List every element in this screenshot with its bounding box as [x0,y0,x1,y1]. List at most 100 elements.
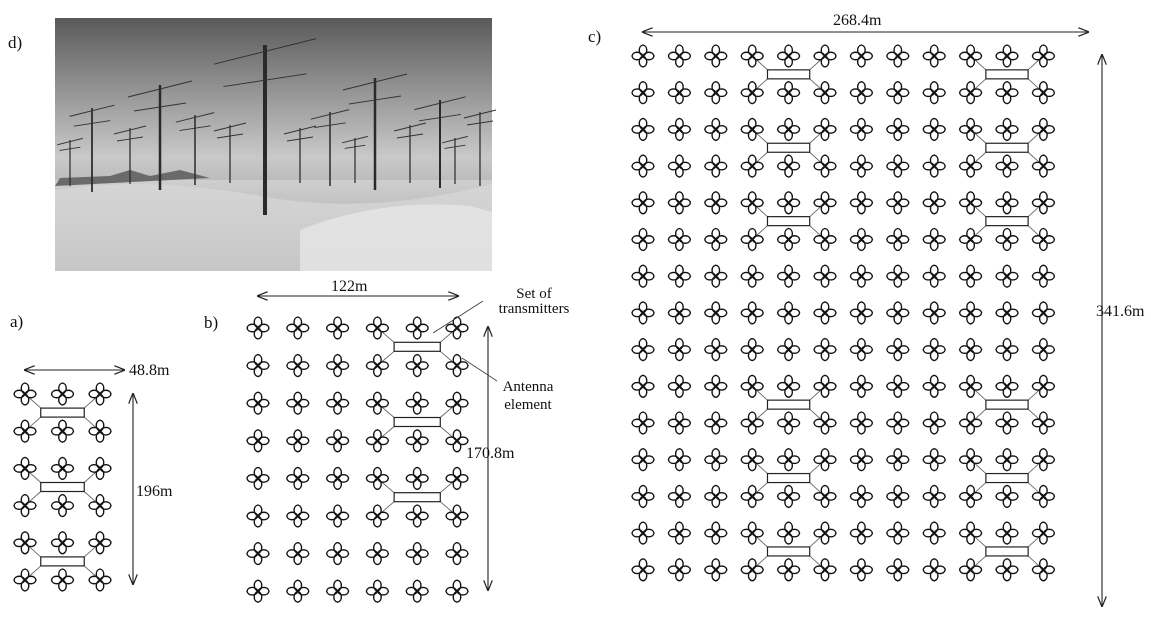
mast-crossarm [69,104,115,117]
antenna-element [995,484,1019,509]
antenna-element [13,419,37,443]
antenna-element [246,504,270,528]
mast-crossarm [283,125,317,135]
transmitter-set [24,542,101,581]
antenna-element [286,391,310,415]
panel-b-height: 170.8m [466,445,515,462]
antenna-element [995,227,1019,252]
antenna-element [88,456,112,481]
transmitter-set [970,532,1044,571]
antenna-element [286,316,310,340]
antenna-element [922,227,946,252]
antenna-element [704,411,728,435]
antenna-element [776,521,801,545]
antenna-element [704,484,728,509]
antenna-element [995,117,1019,142]
antenna-element [849,301,874,325]
antenna-element [922,44,946,68]
antenna-element [813,117,837,142]
antenna-element [445,353,469,378]
antenna-element [1031,374,1056,398]
antenna-element [667,411,692,435]
mast-crossarm [213,38,317,65]
panel-c-width: 268.4m [833,12,882,29]
antenna-element [365,466,390,491]
antenna-element [776,448,801,472]
antenna-element [704,374,728,398]
antenna-element [776,337,801,362]
antenna-element [849,484,874,509]
antenna-element [246,579,270,603]
antenna-element [631,411,655,435]
antenna-element [958,374,983,398]
mast-crossarm [348,95,402,105]
antenna-element [405,391,429,415]
transmitter-box [393,492,441,503]
antenna-element [667,448,692,472]
antenna-element [631,484,655,509]
antenna-element [813,521,837,545]
antenna-element [88,568,112,592]
antenna-element [405,466,429,491]
antenna-element [776,301,801,325]
antenna-element [813,191,837,215]
antenna-element [704,521,728,545]
antenna-element [922,521,946,545]
antenna-element [849,374,874,398]
antenna-element [1031,521,1056,545]
antenna-element [1031,264,1056,288]
antenna-element [704,154,728,178]
mast-crossarm [396,133,424,139]
antenna-element [886,117,910,142]
antenna-element [631,80,655,105]
antenna-element [405,504,429,528]
antenna-element [88,382,112,406]
antenna-element [667,301,692,325]
antenna-element [958,227,983,252]
antenna-element [849,117,874,142]
antenna-element [631,558,655,582]
antenna-element [776,80,801,105]
antenna-element [922,80,946,105]
photo-masts [57,38,497,215]
antenna-element [246,429,270,453]
antenna-element [704,80,728,105]
panel-a-label: a) [10,312,23,331]
annotation-element-line2: element [504,397,552,413]
antenna-element [445,466,469,491]
antenna-element [445,504,469,528]
antenna-element [922,264,946,288]
mast-crossarm [223,73,307,88]
antenna-element [886,521,910,545]
antenna-element [958,154,983,178]
panel-b-array [246,316,469,603]
antenna-element [286,429,310,453]
antenna-element [286,541,310,566]
transmitter-set [751,129,826,167]
antenna-element [849,80,874,105]
antenna-element [631,448,655,472]
antenna-element [365,504,390,528]
antenna-element [246,391,270,415]
transmitter-box [766,472,811,484]
mast-crossarm [216,133,244,139]
antenna-element [813,264,837,288]
antenna-element [88,493,112,518]
antenna-element [740,411,764,435]
transmitters-leader [432,300,484,334]
antenna-element [886,411,910,435]
panel-c-label: c) [588,27,601,46]
antenna-element [849,558,874,582]
antenna-element [365,579,390,603]
antenna-element [704,191,728,215]
antenna-element [813,411,837,435]
antenna-element [365,391,390,415]
antenna-element [958,264,983,288]
antenna-element [740,264,764,288]
transmitter-box [985,216,1029,227]
antenna-element [995,264,1019,288]
antenna-element [704,301,728,325]
antenna-element [1031,337,1056,362]
antenna-element [1031,448,1056,472]
antenna-element [886,374,910,398]
